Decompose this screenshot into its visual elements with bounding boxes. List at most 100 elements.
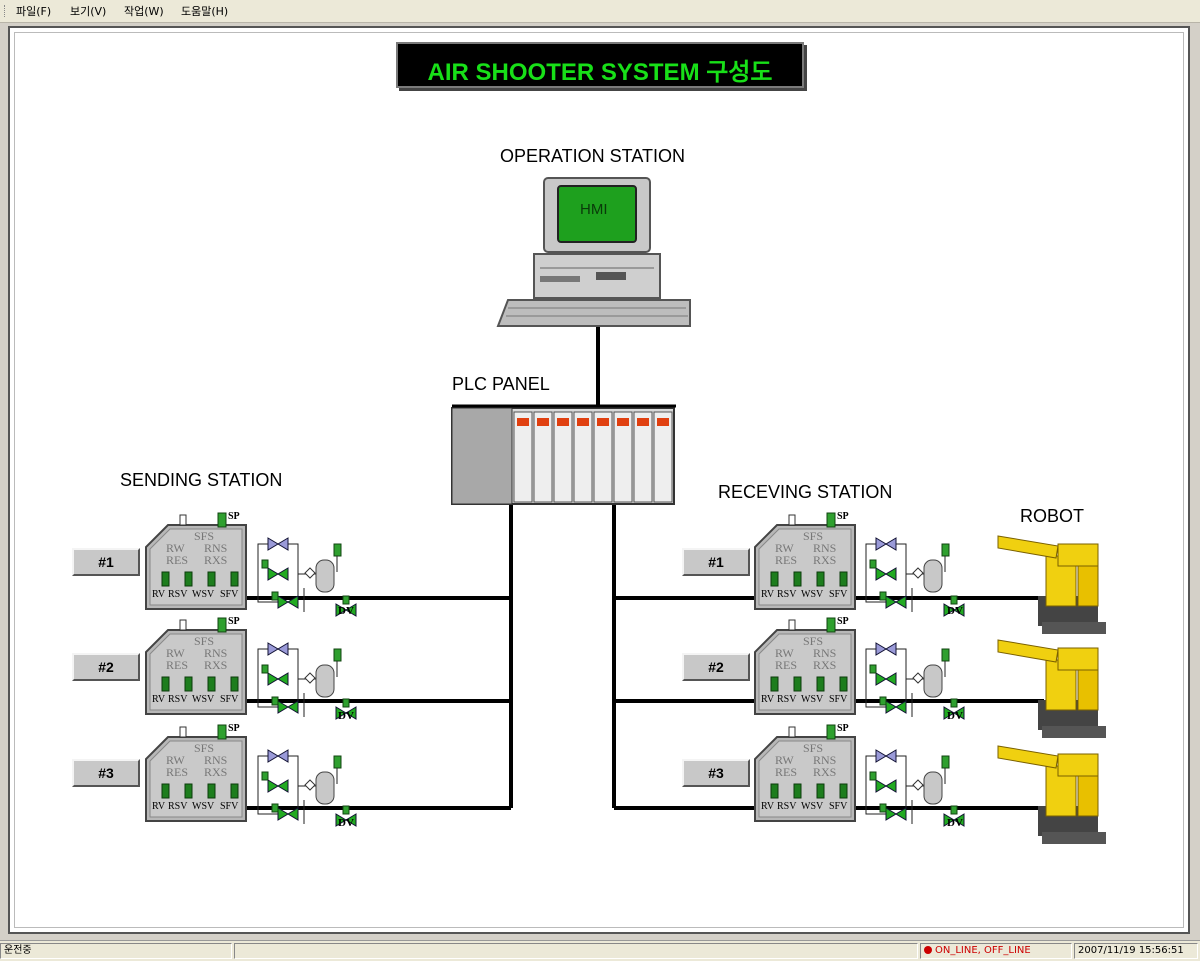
unit-label-res: RES	[166, 658, 189, 672]
unit-label-wsv: WSV	[801, 694, 824, 705]
unit-label-rw: RW	[166, 541, 185, 555]
system-title-text: AIR SHOOTER SYSTEM 구성도	[427, 59, 773, 86]
unit-label-wsv: WSV	[192, 801, 215, 812]
menu-file[interactable]: 파일(F)	[16, 5, 52, 18]
receiving-valves-3	[865, 749, 950, 825]
unit-label-rv: RV	[761, 589, 775, 600]
unit-label-res: RES	[775, 553, 798, 567]
unit-label-sfs: SFS	[194, 634, 215, 648]
unit-label-rxs: RXS	[813, 553, 837, 567]
sending-valves-3	[257, 749, 342, 825]
unit-label-sfs: SFS	[194, 741, 215, 755]
unit-label-res: RES	[166, 765, 189, 779]
sending-station-3-button[interactable]: #3	[72, 759, 140, 787]
unit-label-rsv: RSV	[168, 589, 188, 600]
receiving-valves-1	[865, 537, 950, 613]
sending-station-1-button[interactable]: #1	[72, 548, 140, 576]
unit-label-rw: RW	[775, 646, 794, 660]
receiving-station-3-button[interactable]: #3	[682, 759, 750, 787]
unit-label-rsv: RSV	[168, 801, 188, 812]
unit-label-wsv: WSV	[801, 589, 824, 600]
unit-label-rsv: RSV	[777, 801, 797, 812]
plc-panel-icon[interactable]	[451, 404, 676, 505]
status-datetime: 2007/11/19 15:56:51	[1074, 943, 1198, 959]
status-spacer	[234, 943, 918, 959]
unit-label-sfv: SFV	[220, 801, 239, 812]
unit-label-sp: SP	[837, 616, 849, 627]
unit-label-dv: DV	[947, 710, 963, 722]
unit-label-sfs: SFS	[803, 634, 824, 648]
unit-label-dv: DV	[947, 817, 963, 829]
unit-label-rsv: RSV	[168, 694, 188, 705]
unit-label-dv: DV	[338, 710, 354, 722]
unit-label-sfv: SFV	[829, 694, 848, 705]
menu-view[interactable]: 보기(V)	[70, 5, 107, 18]
menu-work[interactable]: 작업(W)	[124, 5, 164, 18]
unit-label-sp: SP	[837, 723, 849, 734]
connection-indicator-icon	[924, 946, 932, 954]
receiving-station-2-button[interactable]: #2	[682, 653, 750, 681]
unit-label-sfs: SFS	[803, 741, 824, 755]
unit-label-rns: RNS	[813, 541, 837, 555]
receiving-station-label: RECEVING STATION	[718, 482, 893, 502]
status-mode: 운전중	[0, 943, 232, 959]
unit-label-res: RES	[775, 658, 798, 672]
unit-label-dv: DV	[947, 605, 963, 617]
unit-label-sp: SP	[228, 616, 240, 627]
operation-station-label: OPERATION STATION	[500, 146, 686, 166]
status-connection: ON_LINE, OFF_LINE	[920, 943, 1072, 959]
unit-label-rxs: RXS	[204, 553, 228, 567]
unit-label-sfv: SFV	[220, 694, 239, 705]
unit-label-res: RES	[775, 765, 798, 779]
unit-label-sfv: SFV	[829, 589, 848, 600]
plc-panel-label: PLC PANEL	[452, 374, 550, 394]
hmi-computer-icon[interactable]	[496, 177, 691, 327]
unit-label-rv: RV	[761, 801, 775, 812]
sending-valves-2	[257, 642, 342, 718]
unit-label-rxs: RXS	[813, 765, 837, 779]
unit-label-wsv: WSV	[801, 801, 824, 812]
unit-label-sfv: SFV	[220, 589, 239, 600]
robot-icon-3[interactable]	[997, 745, 1107, 845]
unit-label-wsv: WSV	[192, 589, 215, 600]
unit-label-rw: RW	[775, 541, 794, 555]
unit-label-rv: RV	[152, 589, 166, 600]
unit-label-res: RES	[166, 553, 189, 567]
robot-label: ROBOT	[1020, 506, 1085, 526]
receiving-station-1-button[interactable]: #1	[682, 548, 750, 576]
unit-label-rns: RNS	[813, 753, 837, 767]
unit-label-rsv: RSV	[777, 589, 797, 600]
unit-label-sfv: SFV	[829, 801, 848, 812]
unit-label-rns: RNS	[204, 541, 228, 555]
unit-label-rxs: RXS	[204, 765, 228, 779]
status-bar: 운전중 ON_LINE, OFF_LINE 2007/11/19 15:56:5…	[0, 940, 1200, 961]
robot-icon-2[interactable]	[997, 639, 1107, 739]
unit-label-rsv: RSV	[777, 694, 797, 705]
unit-label-rxs: RXS	[204, 658, 228, 672]
menu-grip	[4, 5, 7, 17]
unit-label-rns: RNS	[204, 753, 228, 767]
unit-label-rns: RNS	[204, 646, 228, 660]
sending-station-label: SENDING STATION	[120, 470, 283, 490]
unit-label-rxs: RXS	[813, 658, 837, 672]
unit-label-dv: DV	[338, 605, 354, 617]
unit-label-wsv: WSV	[192, 694, 215, 705]
unit-label-rw: RW	[166, 646, 185, 660]
system-title: AIR SHOOTER SYSTEM 구성도	[396, 42, 804, 88]
unit-label-rv: RV	[152, 694, 166, 705]
menu-help[interactable]: 도움말(H)	[181, 5, 229, 18]
unit-label-rv: RV	[761, 694, 775, 705]
unit-label-sp: SP	[837, 511, 849, 522]
unit-label-sfs: SFS	[803, 529, 824, 543]
menu-bar: 파일(F) 보기(V) 작업(W) 도움말(H)	[0, 0, 1200, 23]
robot-icon-1[interactable]	[997, 535, 1107, 635]
receiving-valves-2	[865, 642, 950, 718]
unit-label-sfs: SFS	[194, 529, 215, 543]
unit-label-rw: RW	[166, 753, 185, 767]
sending-valves-1	[257, 537, 342, 613]
status-connection-text: ON_LINE, OFF_LINE	[935, 945, 1031, 956]
unit-label-rw: RW	[775, 753, 794, 767]
sending-station-2-button[interactable]: #2	[72, 653, 140, 681]
unit-label-rns: RNS	[813, 646, 837, 660]
